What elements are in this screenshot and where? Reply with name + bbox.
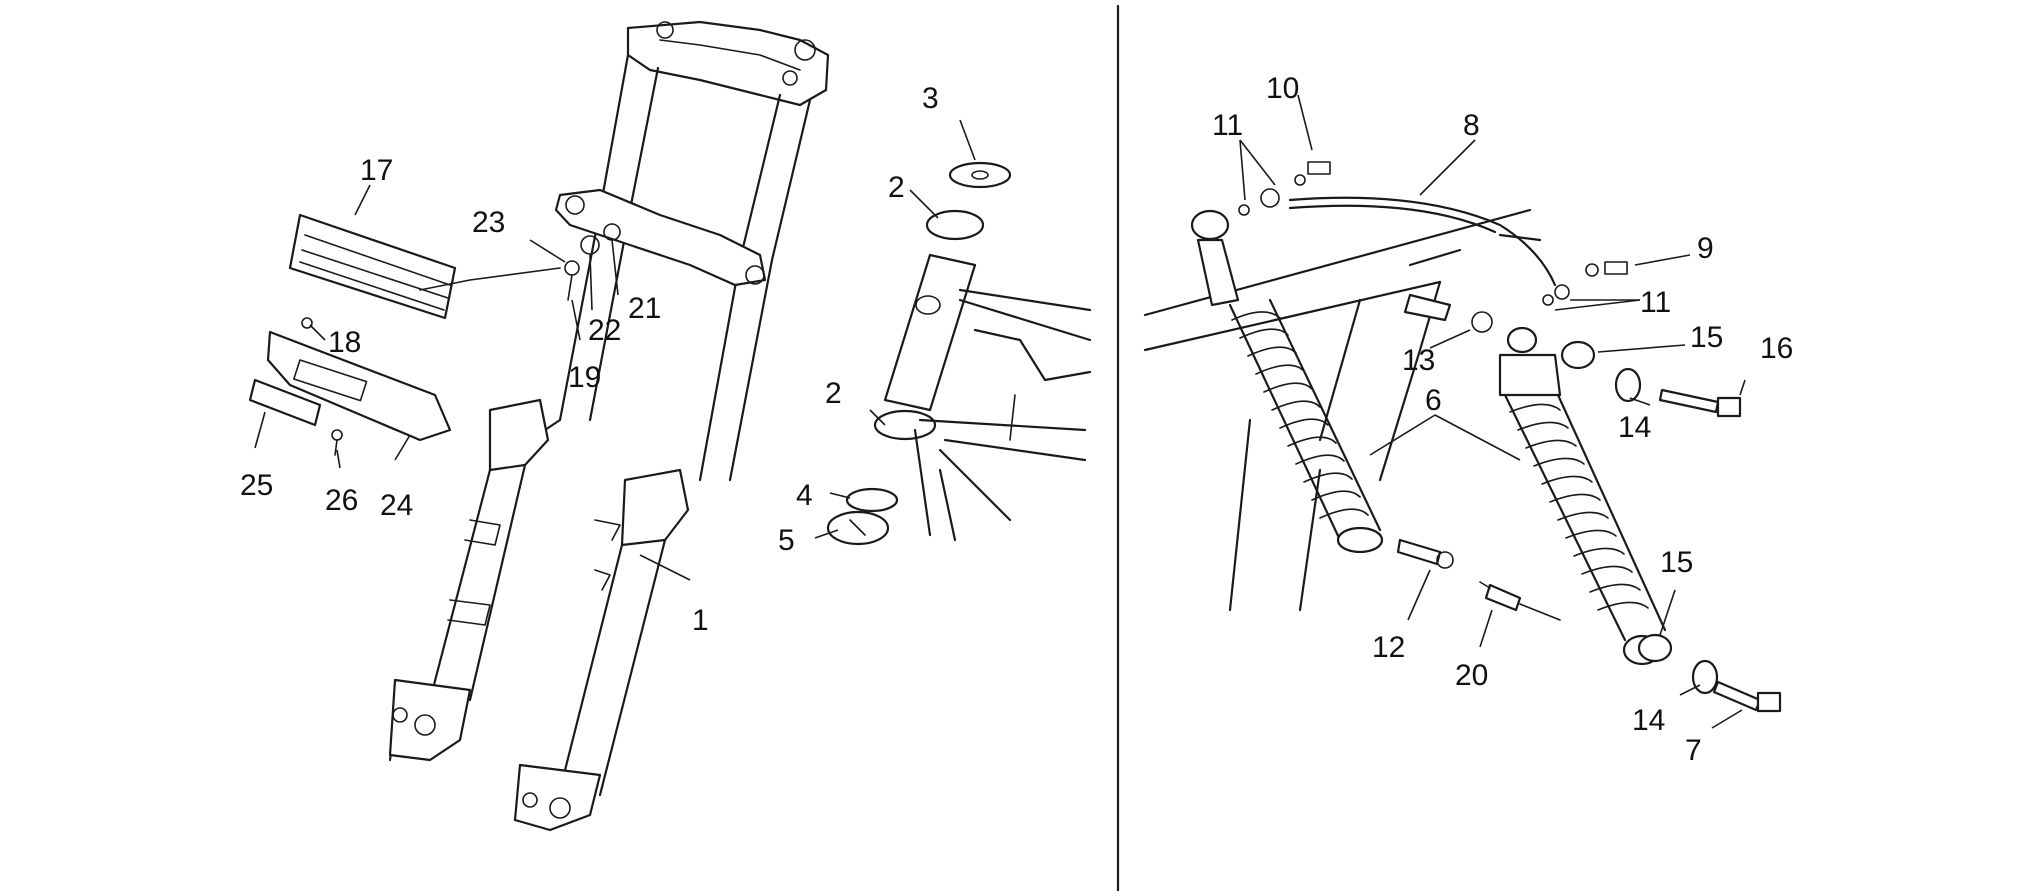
- label-part-21: 21: [628, 292, 661, 325]
- label-part-16: 16: [1760, 332, 1793, 365]
- shock-hardware: [1238, 161, 1782, 713]
- label-part-20: 20: [1455, 659, 1488, 692]
- label-part-2-lower: 2: [825, 377, 842, 410]
- label-part-19: 19: [568, 361, 601, 394]
- label-part-24: 24: [380, 489, 413, 522]
- left-leader-lines: [254, 119, 976, 581]
- label-part-8: 8: [1463, 109, 1480, 142]
- label-part-10: 10: [1266, 72, 1299, 105]
- label-part-2-upper: 2: [888, 171, 905, 204]
- label-part-11-upper: 11: [1212, 109, 1243, 142]
- label-part-13: 13: [1402, 344, 1435, 377]
- label-part-17: 17: [360, 154, 393, 187]
- label-part-22: 22: [588, 314, 621, 347]
- label-part-25: 25: [240, 469, 273, 502]
- label-part-11-lower: 11: [1640, 286, 1671, 319]
- label-part-7: 7: [1685, 734, 1702, 767]
- label-part-1: 1: [692, 604, 709, 637]
- left-rear-shock: [1190, 209, 1384, 554]
- label-part-15-upper: 15: [1690, 321, 1723, 354]
- steering-head-parts: [826, 161, 1092, 546]
- front-fork-assembly: [388, 20, 830, 832]
- label-part-4: 4: [796, 479, 813, 512]
- right-leader-lines: [1239, 94, 1746, 729]
- label-part-12: 12: [1372, 631, 1405, 664]
- label-part-15-lower: 15: [1660, 546, 1693, 579]
- headlight-bracket-group: [248, 213, 621, 456]
- label-part-26: 26: [325, 484, 358, 517]
- label-part-14-upper: 14: [1618, 411, 1651, 444]
- label-part-23: 23: [472, 206, 505, 239]
- label-part-9: 9: [1697, 232, 1714, 265]
- label-part-3: 3: [922, 82, 939, 115]
- right-rear-shock: [1498, 326, 1667, 666]
- label-part-5: 5: [778, 524, 795, 557]
- callout-labels: 1 2 2 3 4 5 17 18 19 21 22 23 24 25 26 6…: [240, 72, 1793, 767]
- label-part-6: 6: [1425, 384, 1442, 417]
- label-part-14-lower: 14: [1632, 704, 1665, 737]
- label-part-18: 18: [328, 326, 361, 359]
